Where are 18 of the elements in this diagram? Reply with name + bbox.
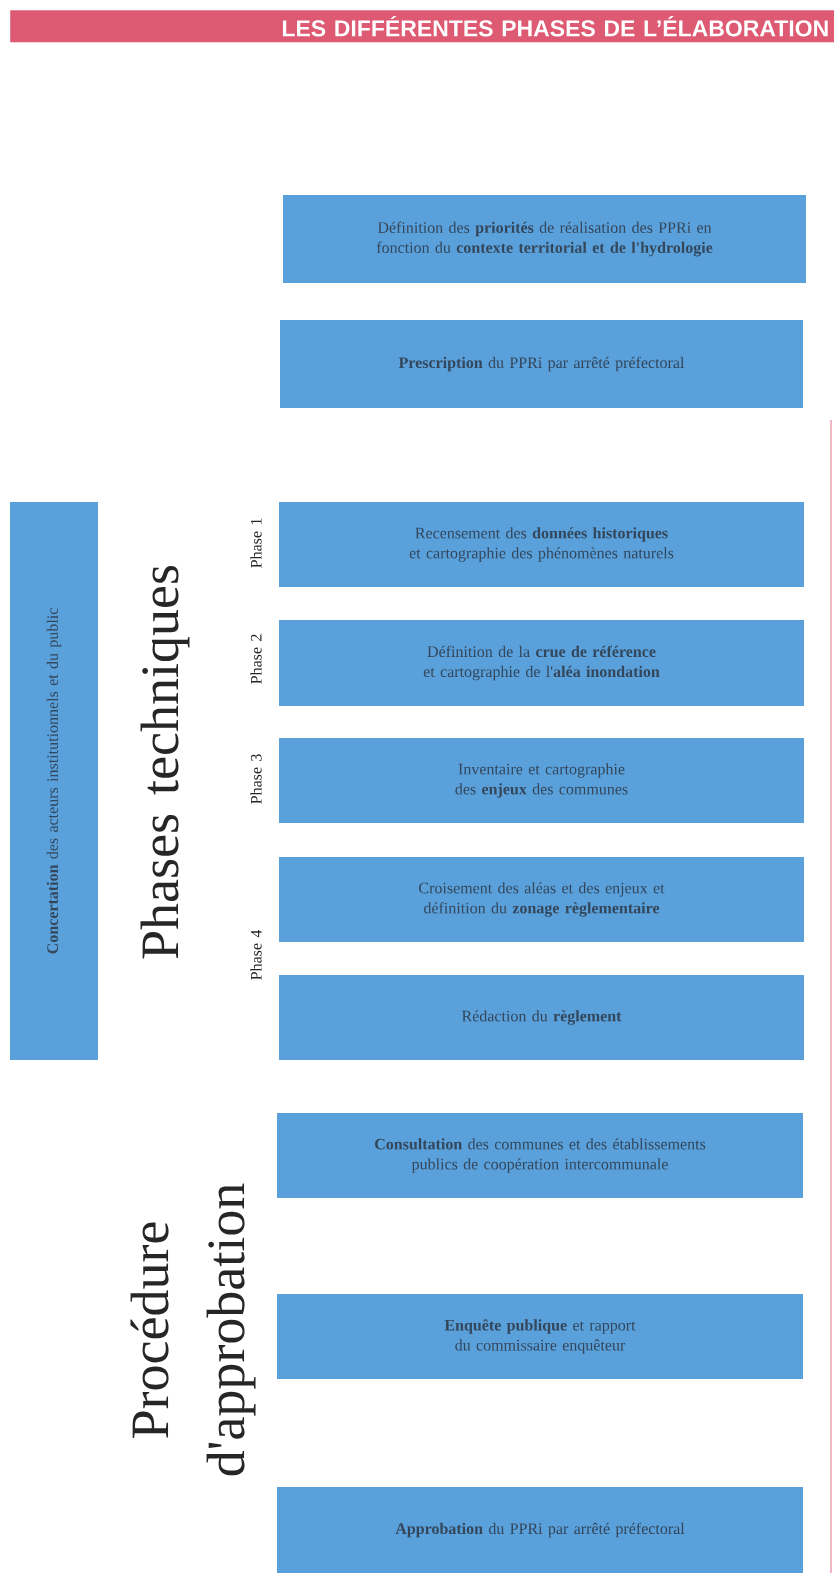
title-banner: LES DIFFÉRENTES PHASES DE L’ÉLABORATION — [10, 10, 834, 43]
step-box: Définition de la crue de référence et cartographie de l'aléa inondation — [279, 620, 804, 706]
phase-label: Phase 4 — [250, 929, 262, 980]
step-box: Prescription du PPRi par arrêté préfectoral — [280, 320, 803, 408]
step-box: Consultation des communes et des établissements publics de coopération intercommunale — [277, 1113, 803, 1198]
phase-label: Phase 3 — [250, 754, 262, 804]
step-box: Rédaction du règlement — [279, 975, 804, 1060]
step-box: Définition des priorités de réalisation des PPRi en fonction du contexte territorial et de l'hydrologie — [283, 195, 806, 283]
phase-label: Phase 2 — [250, 634, 262, 684]
step-box: Inventaire et cartographie des enjeux des communes — [279, 738, 804, 823]
section-heading: Procédure d'approbation — [130, 1183, 256, 1476]
step-box: Croisement des aléas et des enjeux et définition du zonage règlementaire — [279, 857, 804, 942]
phase-label: Phase 1 — [250, 518, 262, 568]
step-box: Recensement des données historiques et cartographie des phénomènes naturels — [279, 502, 804, 587]
side-band: Concertation des acteurs institutionnels et du public — [10, 502, 98, 1060]
step-box: Approbation du PPRi par arrêté préfectoral — [277, 1487, 803, 1573]
step-box: Enquête publique et rapport du commissaire enquêteur — [277, 1294, 803, 1379]
section-heading: Phases techniques — [140, 566, 190, 959]
